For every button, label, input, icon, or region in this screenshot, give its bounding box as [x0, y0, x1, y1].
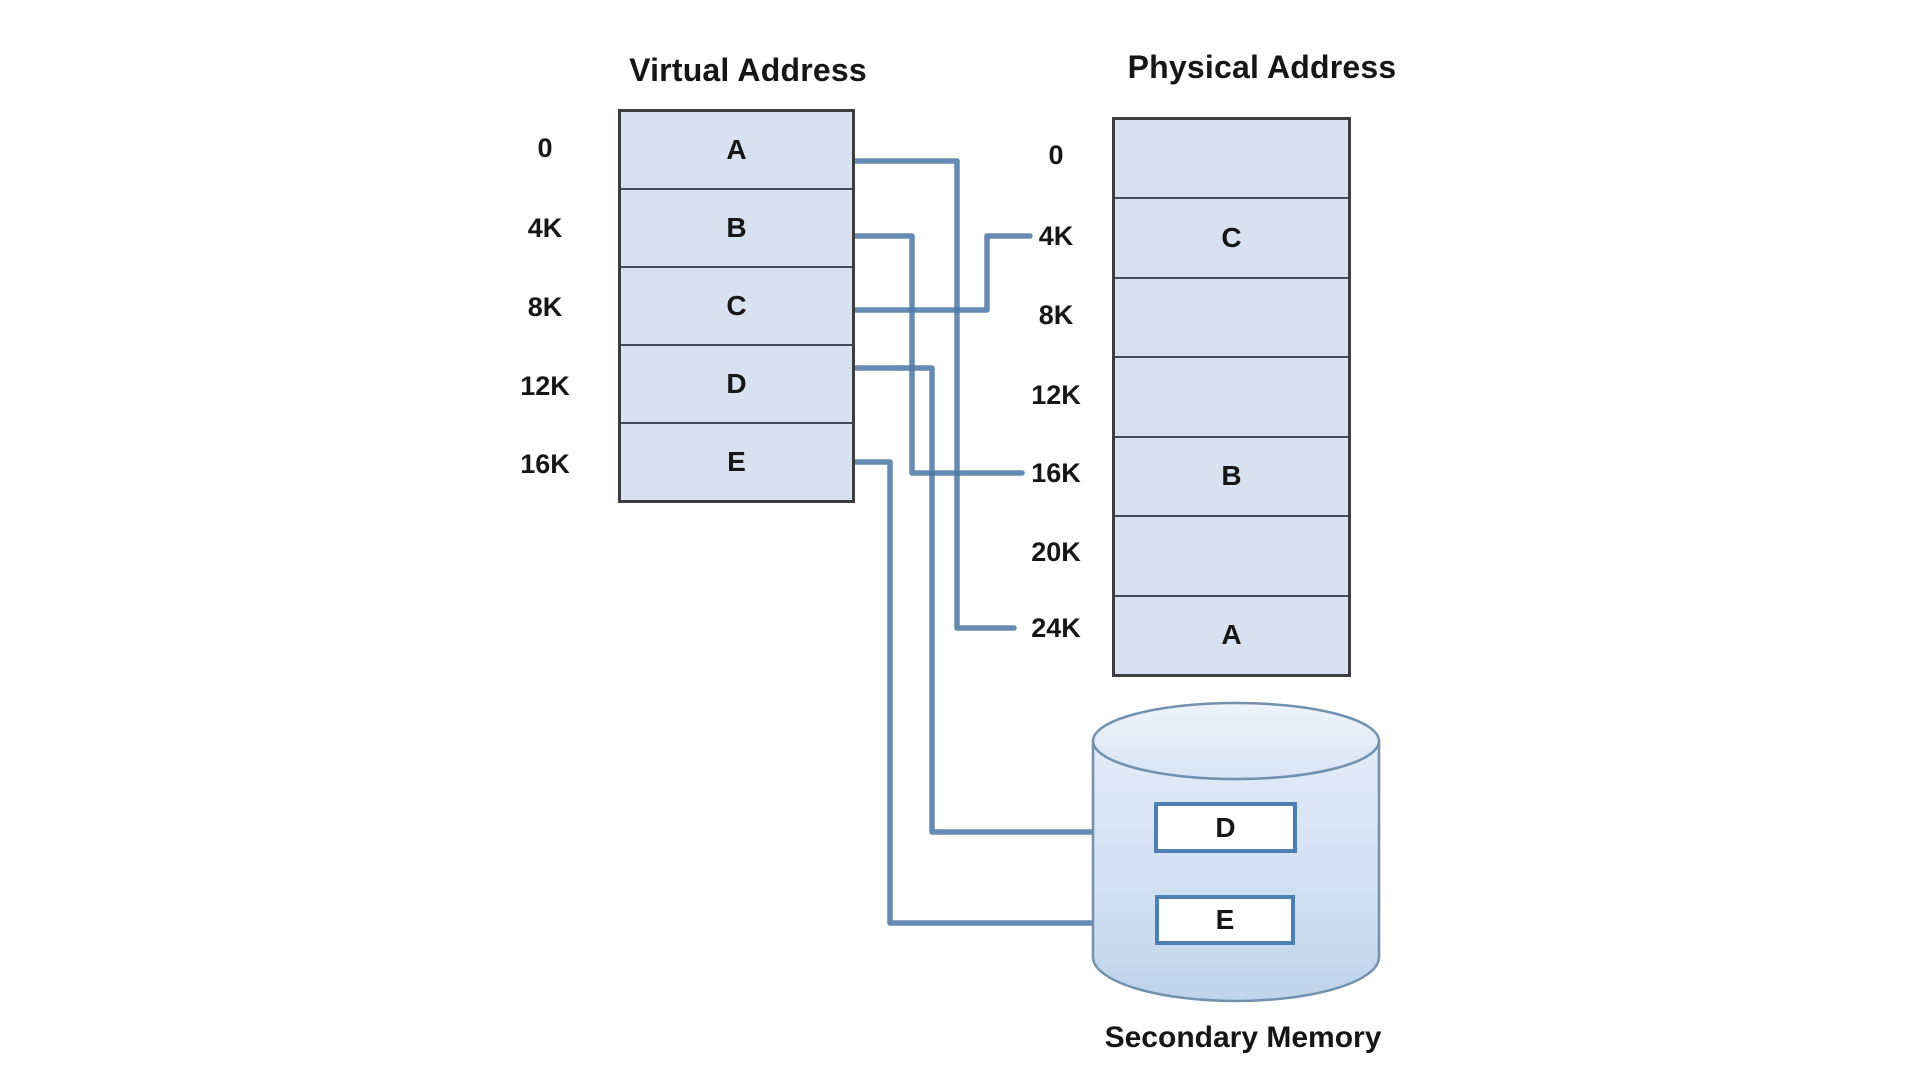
disk-page-e: E [1155, 895, 1295, 945]
connector-b-to-physical-16k [850, 233, 1025, 476]
virtual-address-title: Virtual Address [629, 52, 867, 88]
virtual-addr-label-16k: 16K [520, 449, 570, 479]
physical-frame-12k [1115, 356, 1348, 435]
virtual-page-b: B [621, 188, 852, 266]
physical-addr-label-0: 0 [1048, 140, 1064, 170]
physical-addr-label-12k: 12K [1031, 380, 1081, 410]
connector-c-to-physical-4k [850, 233, 1033, 313]
virtual-addr-label-12k: 12K [520, 371, 570, 401]
physical-frame-24k: A [1115, 594, 1348, 674]
virtual-page-a: A [726, 134, 747, 165]
virtual-page-d: D [621, 344, 852, 422]
physical-address-box: C B A [1112, 117, 1351, 677]
connector-e-to-secondary-memory [850, 459, 1103, 926]
physical-address-title: Physical Address [1127, 49, 1397, 85]
physical-addr-label-4k: 4K [1038, 221, 1074, 251]
connector-d-to-secondary-memory [850, 365, 1103, 835]
virtual-addr-label-0: 0 [537, 133, 553, 163]
virtual-addr-label-8k: 8K [527, 292, 563, 322]
physical-addr-label-24k: 24K [1031, 613, 1081, 643]
secondary-memory-label: Secondary Memory [1104, 1021, 1382, 1054]
virtual-addr-label-4k: 4K [527, 213, 563, 243]
cylinder-top-ellipse [1091, 701, 1381, 781]
physical-addr-label-16k: 16K [1031, 458, 1081, 488]
physical-frame-8k [1115, 276, 1348, 356]
physical-frame-0 [1115, 120, 1348, 197]
physical-frame-4k: C [1115, 197, 1348, 276]
physical-addr-label-8k: 8K [1038, 300, 1074, 330]
virtual-address-box: A B C D E [618, 109, 855, 503]
virtual-page-c: C [621, 266, 852, 344]
connector-a-to-physical-24k [850, 158, 1017, 631]
virtual-page-e: E [621, 422, 852, 500]
physical-frame-20k [1115, 515, 1348, 594]
physical-frame-16k: B [1115, 435, 1348, 515]
disk-page-d: D [1154, 802, 1297, 853]
physical-addr-label-20k: 20K [1031, 537, 1081, 567]
